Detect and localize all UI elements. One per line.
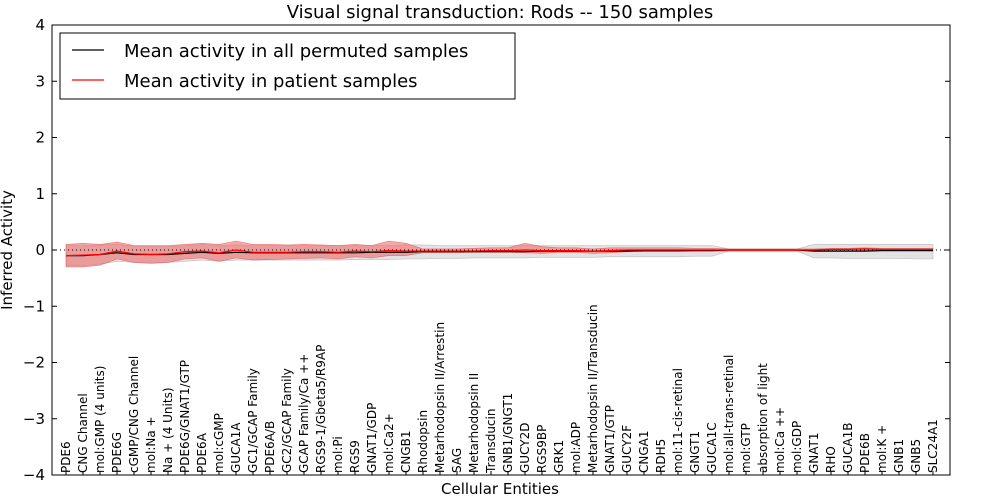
x-tick-label: CNG Channel xyxy=(76,393,90,473)
chart-title: Visual signal transduction: Rods -- 150 … xyxy=(287,2,714,23)
legend-label-permuted: Mean activity in all permuted samples xyxy=(124,41,468,62)
x-tick-label: Transducin xyxy=(484,409,498,474)
x-tick-label: GUCY2F xyxy=(620,425,634,473)
x-tick-label: Metarhodopsin II/Transducin xyxy=(586,304,600,473)
y-tick-label: 1 xyxy=(35,185,45,203)
x-tick-label: GNAT1 xyxy=(807,432,821,473)
y-axis-label: Inferred Activity xyxy=(0,190,16,310)
x-tick-label: mol:GMP (4 units) xyxy=(93,366,107,473)
y-tick-label: −3 xyxy=(23,410,45,428)
x-axis-label: Cellular Entities xyxy=(441,480,559,498)
x-tick-label: PDE6A/B xyxy=(263,421,277,473)
y-tick-label: 0 xyxy=(35,241,45,259)
x-tick-label: GUCA1B xyxy=(841,422,855,473)
x-tick-label: mol:Ca2+ xyxy=(382,413,396,473)
x-tick-label: GUCA1C xyxy=(705,422,719,473)
x-tick-label: GNAT1/GDP xyxy=(365,403,379,473)
x-tick-label: mol:11-cis-retinal xyxy=(671,368,685,473)
plot-frame xyxy=(51,24,951,476)
legend-box xyxy=(59,32,516,100)
x-tick-label: GNGT1 xyxy=(688,431,702,473)
x-tick-label: RGS9-1/Gbeta5/R9AP xyxy=(314,345,328,473)
x-tick-label: CNGB1 xyxy=(399,430,413,473)
x-tick-label: mol:cGMP xyxy=(212,413,226,473)
y-tick-label: 4 xyxy=(35,16,45,34)
y-tick-label: −4 xyxy=(23,466,45,484)
x-tick-label: RGS9BP xyxy=(535,425,549,473)
x-tick-label: GRK1 xyxy=(552,440,566,473)
x-tick-label: GNB1/GNGT1 xyxy=(501,393,515,473)
x-tick-label: mol:GTP xyxy=(739,423,753,473)
x-tick-label: mol:all-trans-retinal xyxy=(722,355,736,473)
x-tick-label: GC1/GCAP Family xyxy=(246,368,260,473)
x-tick-label: mol:Ca ++ xyxy=(773,407,787,473)
x-tick-label: PDE6G/GNAT1/GTP xyxy=(178,360,192,473)
y-tick-label: −1 xyxy=(23,297,45,315)
x-tick-label: mol:Pi xyxy=(331,436,345,473)
series-line-1 xyxy=(65,248,933,257)
x-tick-label: RHO xyxy=(824,446,838,473)
y-tick-label: −2 xyxy=(23,354,45,372)
x-tick-label: cGMP/CNG Channel xyxy=(127,356,141,473)
x-tick-label: PDE6 xyxy=(59,441,73,473)
x-tick-label: Metarhodopsin II/Arrestin xyxy=(433,322,447,473)
x-tick-label: mol:K + xyxy=(875,425,889,473)
y-tick-label: 2 xyxy=(35,129,45,147)
x-tick-label: GCAP Family/Ca ++ xyxy=(297,354,311,473)
x-tick-label: PDE6A xyxy=(195,432,209,473)
x-tick-label: Na + (4 Units) xyxy=(161,387,175,473)
x-tick-label: absorption of light xyxy=(756,363,770,473)
x-tick-label: RGS9 xyxy=(348,440,362,473)
x-tick-label: Rhodopsin xyxy=(416,410,430,473)
legend-label-patient: Mean activity in patient samples xyxy=(124,71,418,92)
x-tick-label: SAG xyxy=(450,448,464,473)
y-tick-label: 3 xyxy=(35,72,45,90)
x-tick-label: GNB5 xyxy=(909,439,923,473)
x-tick-label: GNB1 xyxy=(892,439,906,473)
legend: Mean activity in all permuted samples Me… xyxy=(59,32,516,100)
x-tick-label: PDE6B xyxy=(858,433,872,473)
x-tick-label: GUCA1A xyxy=(229,422,243,473)
x-tick-label: Metarhodopsin II xyxy=(467,373,481,473)
x-tick-label: RDH5 xyxy=(654,439,668,473)
x-tick-label: SLC24A1 xyxy=(926,419,940,473)
x-tick-label: GUCY2D xyxy=(518,423,532,473)
x-tick-label: PDE6G xyxy=(110,432,124,473)
x-tick-label: mol:GDP xyxy=(790,421,804,473)
x-tick-label: mol:Na + xyxy=(144,416,158,473)
x-tick-label: GNAT1/GTP xyxy=(603,405,617,473)
x-tick-label: CNGA1 xyxy=(637,431,651,474)
x-tick-label: mol:ADP xyxy=(569,422,583,473)
x-tick-label: GC2/GCAP Family xyxy=(280,368,294,473)
